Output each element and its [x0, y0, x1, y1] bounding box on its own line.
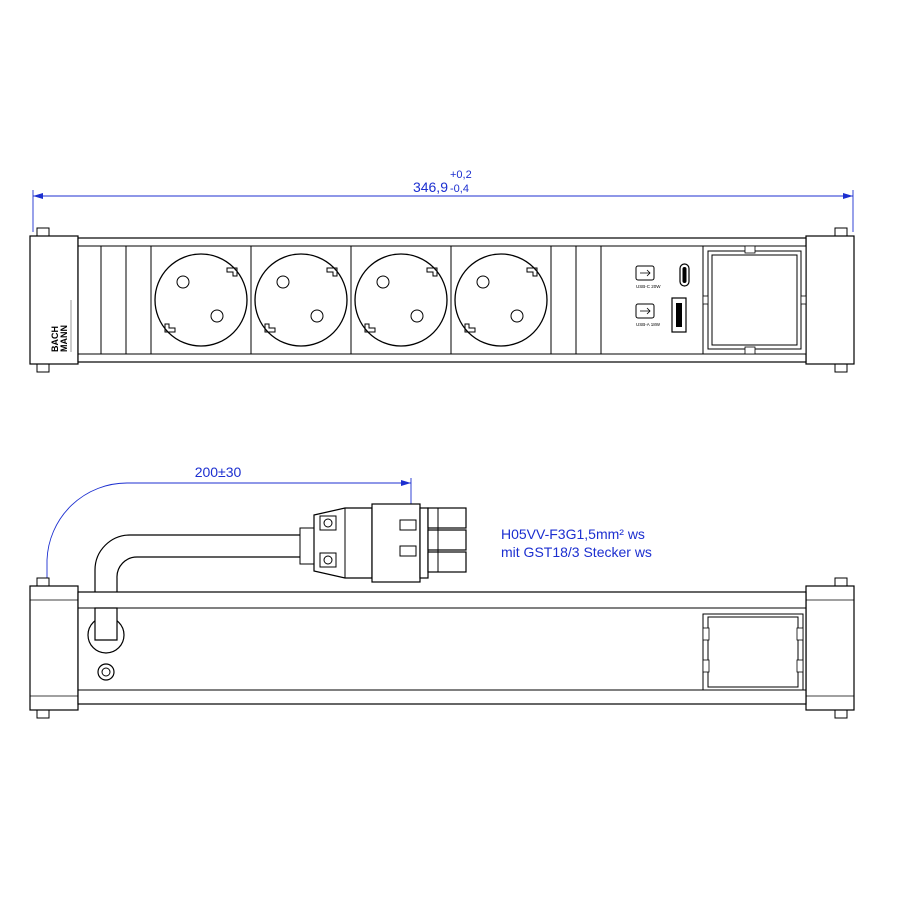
- usb-module: USB-C 20W USB-A 18W: [600, 245, 704, 355]
- screw-icon: [323, 518, 333, 528]
- earth-clip-icon: [526, 267, 538, 277]
- cable-length-dimension: 200±30: [42, 464, 412, 636]
- cable-note: H05VV-F3G1,5mm² ws mit GST18/3 Stecker w…: [501, 526, 652, 560]
- tolerance-upper: +0,2: [450, 169, 472, 181]
- arrow-left-icon: [33, 193, 43, 199]
- earth-clip-icon: [164, 323, 176, 333]
- earth-clip-icon: [364, 323, 376, 333]
- blank-module-right: [550, 245, 602, 355]
- arrow-right-icon: [401, 480, 411, 486]
- socket-4: [450, 245, 552, 355]
- cable-length-value: 200±30: [195, 464, 242, 480]
- arrow-right-icon: [843, 193, 853, 199]
- earth-clip-icon: [226, 267, 238, 277]
- cable-note-line1: H05VV-F3G1,5mm² ws: [501, 526, 645, 542]
- empty-frame-module: [702, 245, 807, 355]
- earth-clip-icon: [426, 267, 438, 277]
- socket-1: [150, 245, 252, 355]
- socket-2: [250, 245, 352, 355]
- earth-clip-icon: [326, 267, 338, 277]
- cable-note-line2: mit GST18/3 Stecker ws: [501, 544, 652, 560]
- gst18-plug: [299, 503, 467, 583]
- end-clip-left: [29, 227, 79, 373]
- screw-icon: [323, 555, 333, 565]
- front-view: BACH MANN: [29, 227, 855, 373]
- overall-length-dimension: 346,9 +0,2 -0,4: [32, 169, 854, 232]
- blank-module-left: [100, 245, 152, 355]
- socket-3: [350, 245, 452, 355]
- end-clip-right: [805, 227, 855, 373]
- rear-view: [29, 577, 855, 719]
- earth-clip-icon: [464, 323, 476, 333]
- usb-a-label: USB-A 18W: [636, 322, 661, 327]
- usb-c-label: USB-C 20W: [636, 284, 661, 289]
- length-nominal: 346,9: [413, 179, 448, 195]
- tolerance-lower: -0,4: [450, 183, 469, 195]
- rear-frame-module: [702, 613, 804, 691]
- earth-clip-icon: [264, 323, 276, 333]
- cable-dimension-line: [46, 482, 411, 635]
- brand-logo: BACH MANN: [50, 300, 72, 352]
- svg-text:MANN: MANN: [59, 325, 69, 352]
- svg-text:BACH: BACH: [50, 326, 60, 352]
